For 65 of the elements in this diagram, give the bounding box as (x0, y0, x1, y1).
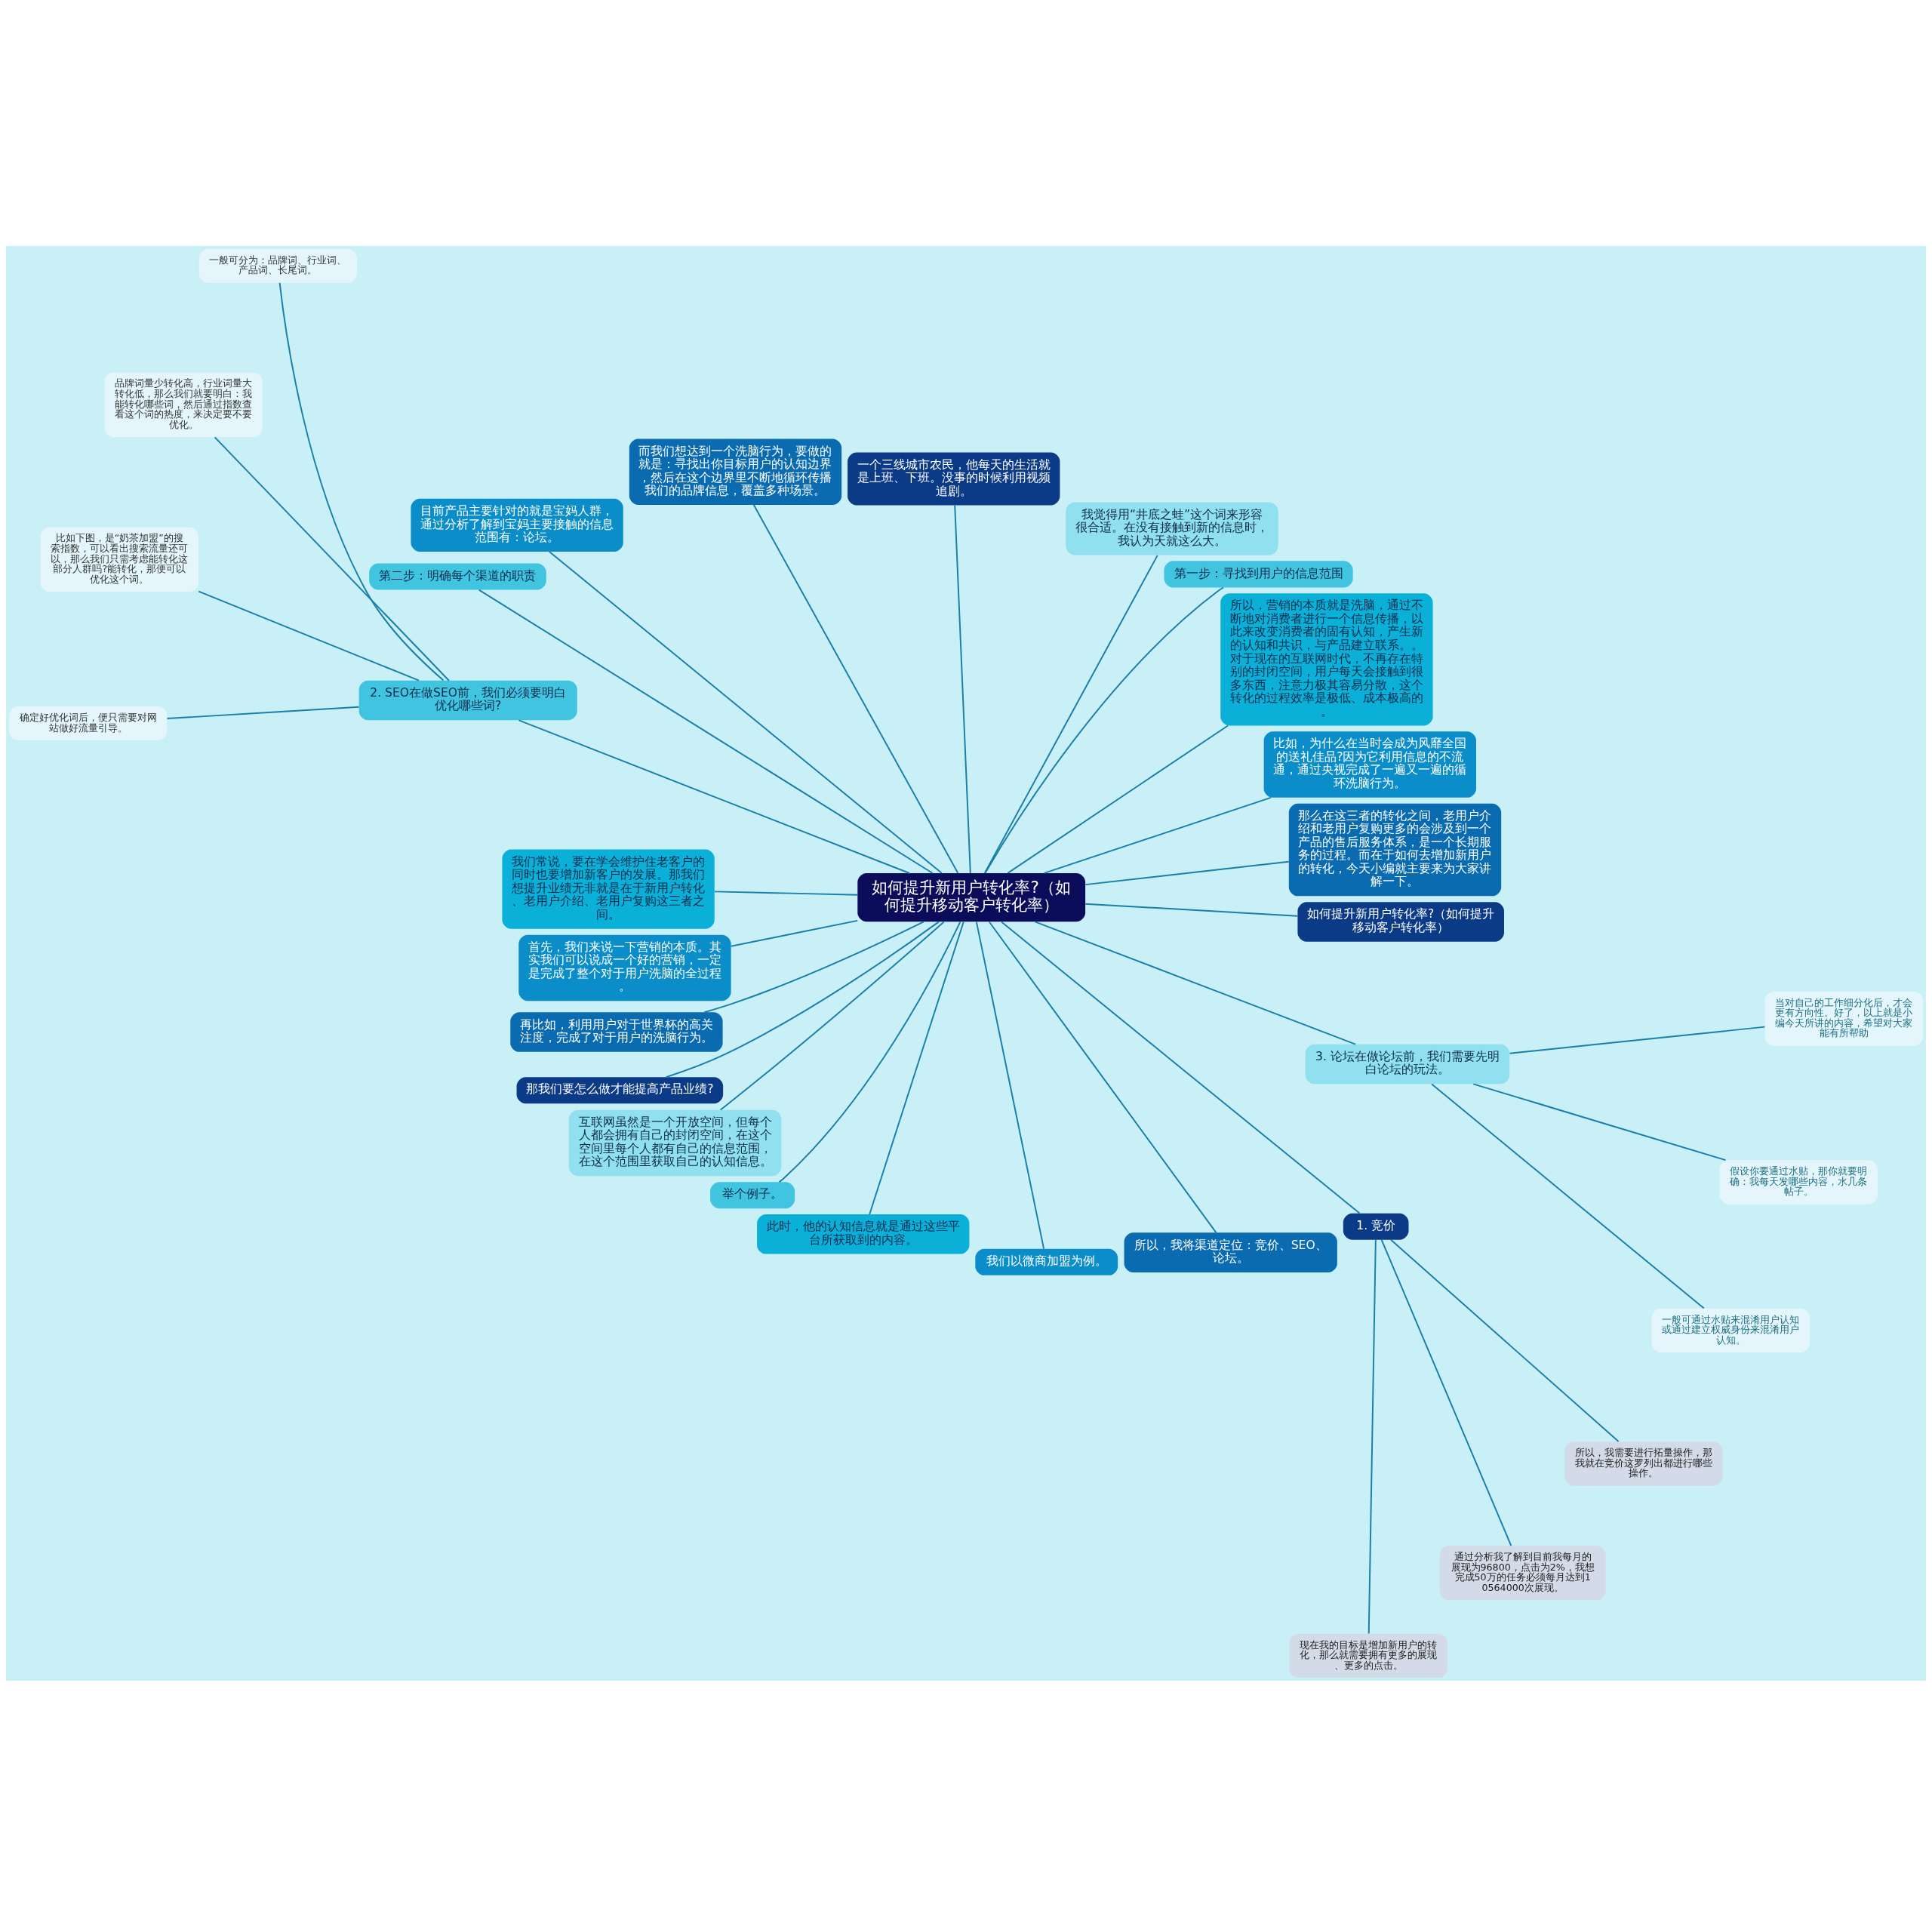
connector (1034, 920, 1356, 1045)
node-box: 举个例子。 (710, 1181, 795, 1208)
connector (518, 718, 911, 874)
connector (778, 920, 961, 1183)
connector (954, 504, 971, 874)
connector (665, 920, 940, 1078)
node-box: 再比如，利用用户对于世界杯的高关注度，完成了对于用户的洗脑行为。 (510, 1011, 723, 1052)
node-box: 第二步：明确每个渠道的职责 (369, 563, 546, 590)
node-box: 当对自己的工作细分化后，才会更有方向性。好了，以上就是小编今天所讲的内容，希望对大家能有所帮助 (1764, 991, 1923, 1046)
connector (984, 586, 1224, 874)
connector (1472, 1082, 1727, 1161)
connector (1084, 903, 1299, 917)
connector (983, 554, 1158, 874)
connector (1043, 796, 1272, 874)
node-box: 那么在这三者的转化之间，老用户介绍和老用户复购更多的会涉及到一个产品的售后服务体系，是一个长期服务的过程。而在于如何去增加新用户的转化，今天小编就主要来为大家讲解一下。 (1288, 803, 1502, 896)
connector (1390, 1238, 1620, 1442)
node-box: 比如，为什么在当时会成为风靡全国的送礼佳品?因为它利用信息的不流通，通过央视完成了一遍又一遍的循环洗脑行为。 (1263, 731, 1476, 798)
connector (752, 503, 959, 874)
connector (548, 550, 943, 874)
node-box: 那我们要怎么做才能提高产品业绩? (516, 1076, 724, 1103)
node-box: 2. SEO在做SEO前，我们必须要明白优化哪些词? (358, 680, 577, 720)
node-box: 一般可通过水贴来混淆用户认知或通过建立权威身份来混淆用户认知。 (1651, 1308, 1810, 1352)
connector (1007, 725, 1229, 874)
connector (198, 590, 420, 681)
connector (1001, 921, 1361, 1214)
node-box: 第一步：寻找到用户的信息范围 (1164, 560, 1353, 587)
connector (714, 890, 859, 896)
node-box: 互联网虽然是一个开放空间，但每个人都会拥有自己的封闭空间，在这个空间里每个人都有自己的信息范围，在这个范围里获取自己的认知信息。 (568, 1109, 782, 1176)
connector (719, 921, 945, 1110)
connector (703, 920, 924, 1013)
node-box: 所以，营销的本质就是洗脑，通过不断地对消费者进行一个信息传播，以此来改变消费者的固有认知，产生新的认知和共识，与产品建立联系。。对于现在的互联网时代，不再存在特别的封闭空间，用户每天会接触到很多东西，注意力极其容易分散，这个转化的过程效率是极低、成本极高的。 (1220, 592, 1433, 725)
node-box: 我们常说，要在学会维护住老客户的同时也要增加新客户的发展。那我们想提升业绩无非就是在于新用户转化、老用户介绍、老用户复购这三者之间。 (502, 849, 715, 929)
connector (478, 589, 934, 874)
node-box: 如何提升新用户转化率?（如何提升移动客户转化率） (1297, 901, 1504, 942)
connector (1380, 1238, 1512, 1546)
node-box: 所以，我将渠道定位：竞价、SEO、论坛。 (1124, 1232, 1337, 1272)
connector (869, 921, 964, 1215)
connector (278, 282, 445, 681)
node-box: 3. 论坛在做论坛前，我们需要先明白论坛的玩法。 (1305, 1044, 1510, 1084)
node-box: 我们以微商加盟为例。 (975, 1248, 1118, 1275)
connector (166, 706, 360, 719)
node-box: 一个三线城市农民，他每天的生活就是上班、下班。没事的时候利用视频追剧。 (848, 451, 1060, 505)
node-box: 品牌词量少转化高，行业词量大转化低，那么我们就要明白：我能转化哪些词，然后通过指数查看这个词的热度，来决定要不要优化。 (104, 371, 263, 437)
node-box: 现在我的目标是增加新用户的转化，那么就需要拥有更多的展现、更多的点击。 (1289, 1633, 1447, 1678)
node-box: 通过分析我了解到目前我每月的展现为96800，点击为2%，我想完成50万的任务必须每月达到10564000次展现。 (1439, 1545, 1606, 1600)
node-box: 所以，我需要进行拓量操作，那我就在竞价这罗列出都进行哪些操作。 (1564, 1441, 1723, 1486)
connector (1084, 860, 1290, 885)
node-box: 如何提升新用户转化率?（如何提升移动客户转化率） (857, 872, 1086, 921)
node-box: 确定好优化词后，便只需要对网站做好流量引导。 (9, 706, 168, 740)
connector (975, 921, 1045, 1250)
node-box: 此时，他的认知信息就是通过这些平台所获取到的内容。 (757, 1214, 970, 1254)
node-box: 而我们想达到一个洗脑行为，要做的就是：寻找出你目标用户的认知边界，然后在这个边界里不断地循环传播我们的品牌信息，覆盖多种场景。 (629, 438, 842, 505)
connector (988, 921, 1217, 1233)
node-box: 一般可分为：品牌词、行业词、产品词、长尾词。 (198, 248, 358, 283)
connector (214, 435, 450, 681)
connector (730, 919, 859, 947)
connector (1431, 1083, 1705, 1309)
node-box: 假设你要通过水贴，那你就要明确：我每天发哪些内容，水几条帖子。 (1719, 1159, 1878, 1205)
node-box: 比如下图，是“奶茶加盟”的搜索指数，可以看出搜索流量还可以，那么我们只需考虑能转化这部分人群吗?能转化，那便可以优化这个词。 (40, 526, 198, 592)
node-box: 我觉得用“井底之蛙”这个词来形容很合适。在没有接触到新的信息时，我认为天就这么大。 (1066, 501, 1278, 555)
node-box: 首先，我们来说一下营销的本质。其实我们可以说成一个好的营销，一定是完成了整个对于用户洗脑的全过程。 (518, 934, 731, 1001)
connector (1367, 1238, 1377, 1634)
node-box: 目前产品主要针对的就是宝妈人群，通过分析了解到宝妈主要接触的信息范围有：论坛。 (411, 498, 623, 552)
node-box: 1. 竞价 (1343, 1213, 1409, 1240)
connector (1509, 1026, 1766, 1054)
